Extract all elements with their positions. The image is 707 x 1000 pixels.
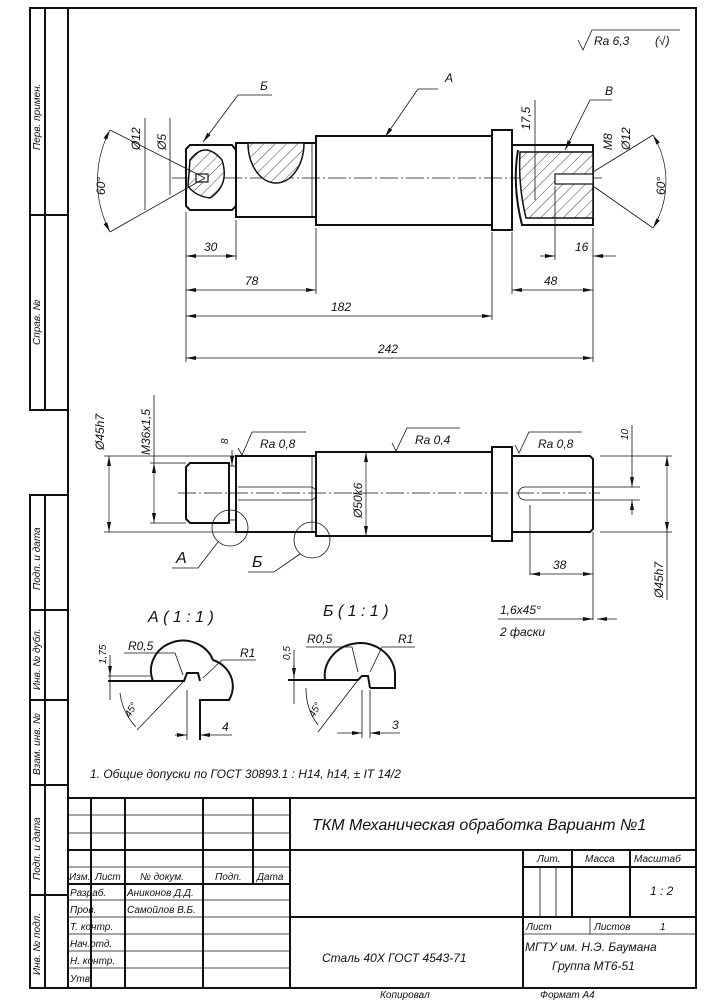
drawing-frame (29, 7, 697, 989)
roughness-check-symbol: (√) (655, 34, 670, 48)
sheets-label: Листов (593, 922, 630, 933)
dim-chamfer-note: 2 фаски (499, 625, 545, 639)
detail-b-title: Б ( 1 : 1 ) (323, 603, 389, 620)
callout-label-a: А (175, 550, 187, 567)
role-t-kontr: Т. контр. (70, 922, 113, 933)
callout-label-b: Б (252, 554, 262, 571)
dim-d45h7-left: Ø45h7 (93, 413, 107, 451)
shaft-top-view: Б А В 60° Ø12 Ø5 17,5 M8 Ø12 60° 30 78 1… (94, 71, 668, 362)
side-label-sprav: Справ. № (32, 299, 43, 345)
scale-label: Масштаб (634, 853, 681, 865)
detail-a: А ( 1 : 1 ) 1,75 R0,5 R1 45° 4 (98, 609, 256, 740)
mass-label: Масса (585, 854, 615, 865)
role-nach-otd: Нач.отд. (70, 939, 112, 950)
detail-b-width: 3 (392, 718, 399, 732)
detail-b-angle: 45° (307, 701, 324, 720)
role-n-kontr: Н. контр. (70, 956, 115, 967)
detail-a-width: 4 (222, 720, 229, 734)
role-utv: Утв. (69, 974, 93, 985)
general-roughness-symbol: Ra 6,3 (√) (577, 29, 680, 51)
dim-angle-right: 60° (654, 177, 668, 195)
side-label-podp-data-1: Подп. и дата (32, 527, 43, 590)
dim-17-5: 17,5 (519, 106, 533, 130)
dim-d12-left: Ø12 (129, 127, 143, 151)
sheet-label: Лист (525, 922, 552, 933)
org-line1: МГТУ им. Н.Э. Баумана (525, 940, 657, 954)
dim-d45h7-right: Ø45h7 (652, 561, 666, 599)
header-data: Дата (256, 872, 284, 883)
side-label-vzam-inv: Взам. инв. № (32, 713, 43, 775)
callout-circle-a (211, 509, 249, 547)
role-razrab: Разраб. (70, 887, 106, 899)
dim-d12-right: Ø12 (619, 127, 633, 151)
detail-b: Б ( 1 : 1 ) 0,5 R0,5 R1 45° 3 (282, 603, 415, 738)
roughness-ra04: Ra 0,4 (415, 433, 451, 447)
material: Сталь 40Х ГОСТ 4543-71 (322, 951, 467, 965)
dim-d50k6: Ø50k6 (351, 482, 365, 519)
sheets-count: 1 (660, 922, 666, 933)
dim-m36x1-5: M36x1,5 (139, 409, 153, 455)
dim-8: 8 (220, 438, 231, 444)
dim-angle-left: 60° (94, 177, 108, 195)
header-list: Лист (94, 872, 121, 883)
callout-circle-b (293, 521, 331, 559)
leader-label-v: В (605, 84, 613, 98)
section-a (247, 142, 305, 184)
dim-30: 30 (204, 240, 218, 254)
leader-label-b: Б (260, 79, 268, 93)
detail-a-r05: R0,5 (128, 639, 154, 653)
lit-label: Лит. (536, 854, 560, 865)
detail-b-r05: R0,5 (307, 632, 333, 646)
roughness-ra08-left: Ra 0,8 (260, 437, 296, 451)
detail-a-title: А ( 1 : 1 ) (147, 609, 214, 626)
detail-a-depth: 1,75 (98, 644, 109, 664)
dim-78: 78 (245, 274, 259, 288)
general-tolerance-note: 1. Общие допуски по ГОСТ 30893.1 : H14, … (90, 767, 401, 781)
roughness-ra08-right: Ra 0,8 (538, 437, 574, 451)
header-izm: Изм. (69, 872, 90, 883)
title-block-title: ТКМ Механическая обработка Вариант №1 (312, 817, 646, 834)
format-label: Формат А4 (540, 990, 595, 1000)
side-strip-labels: Перв. примен. Справ. № Подп. и дата Инв.… (31, 84, 43, 975)
dim-48: 48 (544, 274, 558, 288)
scale-value: 1 : 2 (650, 884, 674, 898)
side-label-perv-primen: Перв. примен. (32, 84, 43, 150)
header-doc-no: № докум. (140, 872, 184, 883)
general-roughness-value: Ra 6,3 (594, 34, 630, 48)
dim-chamfer: 1,6x45° (500, 603, 541, 617)
detail-b-depth: 0,5 (282, 646, 293, 660)
section-v (518, 151, 594, 219)
shaft-main-view: Ø45h7 M36x1,5 8 Ra 0,8 Ra 0,4 Ra 0,8 Ø50… (93, 395, 672, 639)
dim-10: 10 (620, 428, 631, 440)
dim-38: 38 (553, 558, 567, 572)
dim-182: 182 (331, 300, 351, 314)
role-prov: Пров. (70, 905, 96, 916)
dim-16: 16 (575, 240, 589, 254)
side-label-podp-data-2: Подп. и дата (32, 817, 43, 880)
dim-m8: M8 (601, 133, 615, 150)
side-label-inv-podl: Инв. № подл. (32, 913, 43, 975)
dim-242: 242 (377, 342, 398, 356)
copied-label: Копировал (380, 990, 430, 1000)
detail-a-angle: 45° (123, 701, 140, 720)
detail-a-r1: R1 (240, 646, 255, 660)
leader-label-a: А (444, 71, 453, 85)
title-block: ТКМ Механическая обработка Вариант №1 Из… (68, 797, 696, 1000)
org-line2: Группа МТ6-51 (552, 959, 635, 973)
header-podp: Подп. (215, 872, 242, 883)
developer-name: Аниконов Д.Д. (126, 888, 194, 899)
detail-b-r1: R1 (398, 632, 413, 646)
checker-name: Самойлов В.Б. (127, 905, 196, 916)
dim-d5: Ø5 (155, 134, 169, 151)
side-label-inv-dubl: Инв. № дубл. (31, 629, 43, 691)
